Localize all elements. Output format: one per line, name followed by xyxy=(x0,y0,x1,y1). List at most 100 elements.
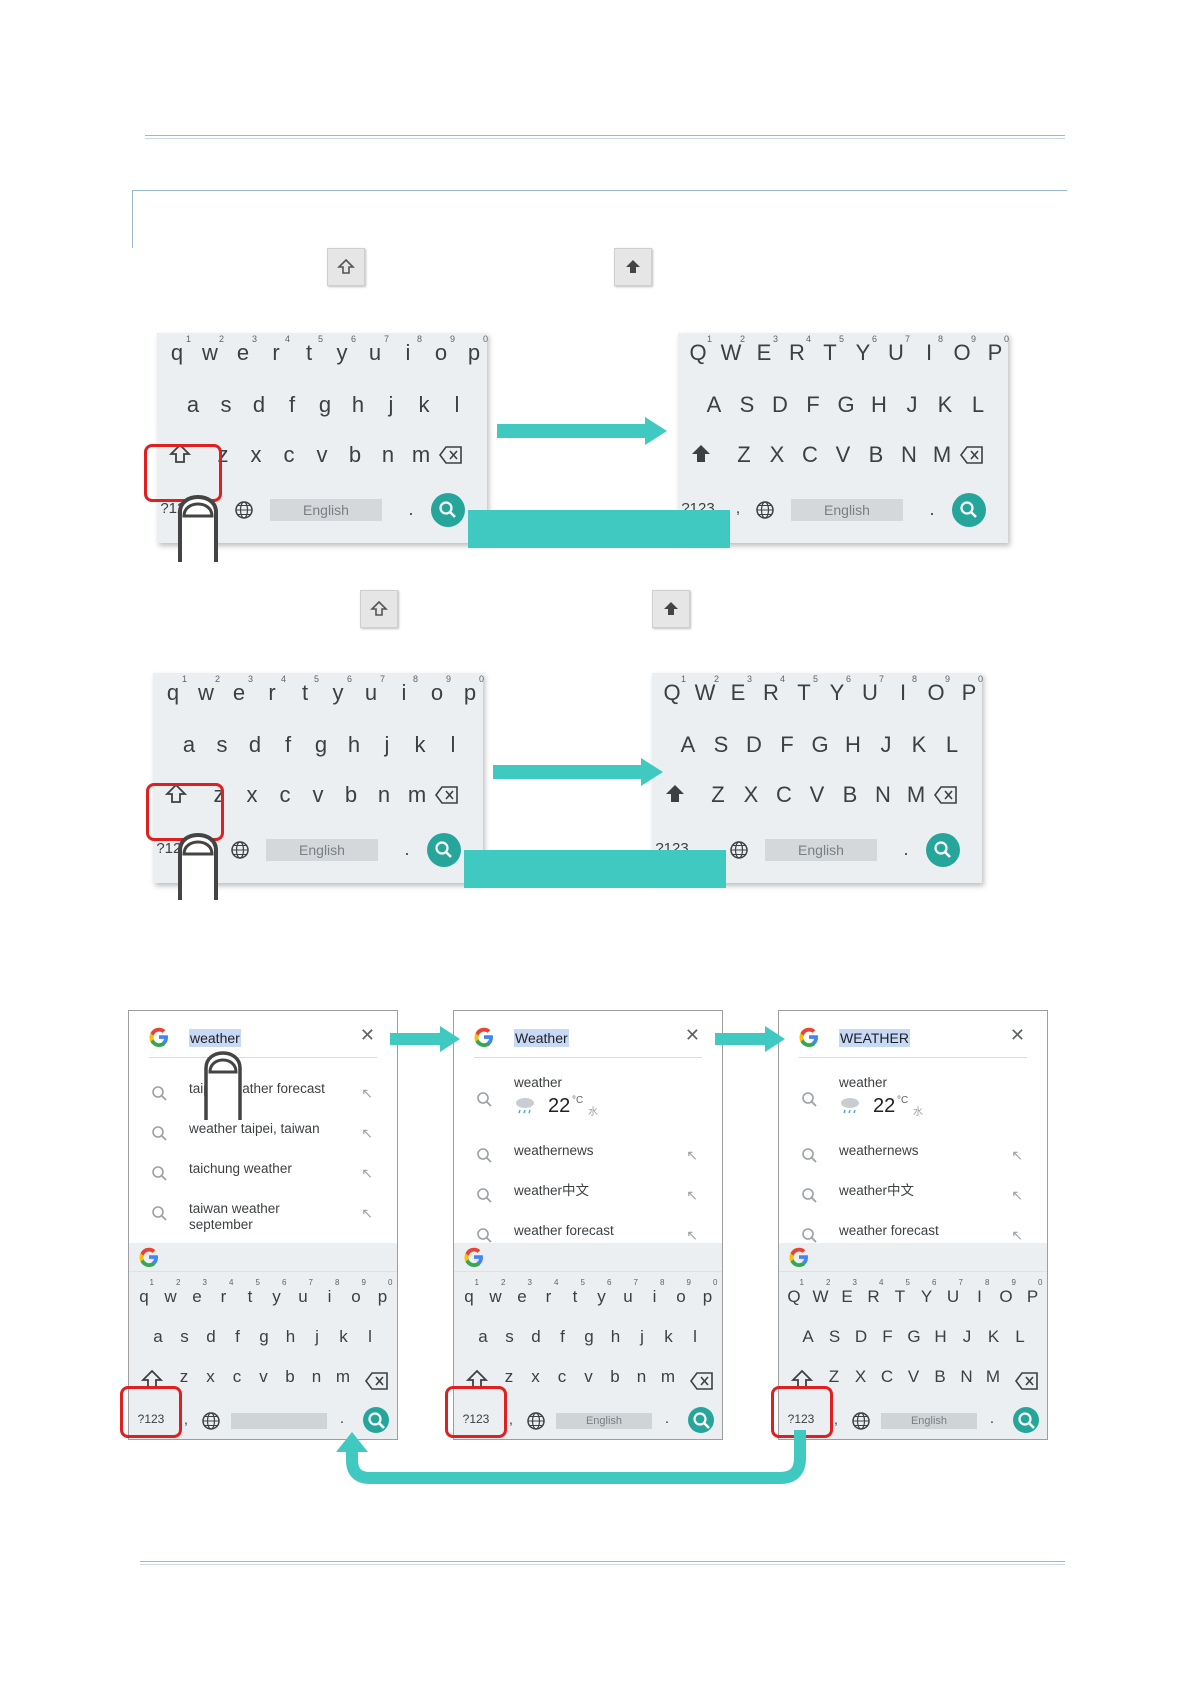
key-m[interactable]: m xyxy=(655,1359,681,1395)
key-M[interactable]: M xyxy=(900,775,932,815)
key-f[interactable]: f xyxy=(225,1319,251,1355)
key-f[interactable]: f xyxy=(272,725,304,765)
key-l[interactable]: l xyxy=(357,1319,383,1355)
suggestion-item[interactable]: taipei weather forecast↖ xyxy=(129,1073,397,1113)
key-L[interactable]: L xyxy=(936,725,968,765)
suggestion-item[interactable]: taichung weather↖ xyxy=(129,1153,397,1193)
key-j[interactable]: j xyxy=(371,725,403,765)
key-H[interactable]: H xyxy=(928,1319,954,1355)
key-A[interactable]: A xyxy=(698,385,730,425)
key-k[interactable]: k xyxy=(408,385,440,425)
suggestion-item[interactable]: weather forecast↖ xyxy=(454,1215,722,1255)
key-B[interactable]: B xyxy=(927,1359,953,1395)
close-icon[interactable]: ✕ xyxy=(1009,1025,1025,1045)
fill-arrow-icon[interactable]: ↖ xyxy=(686,1187,698,1203)
period-key[interactable]: . xyxy=(664,1410,670,1427)
close-icon[interactable]: ✕ xyxy=(684,1025,700,1045)
key-s[interactable]: s xyxy=(497,1319,523,1355)
key-g[interactable]: g xyxy=(576,1319,602,1355)
fill-arrow-icon[interactable]: ↖ xyxy=(361,1165,373,1181)
key-k[interactable]: k xyxy=(656,1319,682,1355)
key-K[interactable]: K xyxy=(981,1319,1007,1355)
key-h[interactable]: h xyxy=(342,385,374,425)
suggestion-item[interactable]: weather中文↖ xyxy=(454,1175,722,1215)
key-k[interactable]: k xyxy=(331,1319,357,1355)
key-A[interactable]: A xyxy=(672,725,704,765)
key-J[interactable]: J xyxy=(896,385,928,425)
fill-arrow-icon[interactable]: ↖ xyxy=(1011,1187,1023,1203)
period-key[interactable]: . xyxy=(404,839,410,859)
key-c[interactable]: c xyxy=(549,1359,575,1395)
search-go-button[interactable] xyxy=(427,833,461,867)
search-go-button[interactable] xyxy=(363,1407,389,1433)
key-c[interactable]: c xyxy=(224,1359,250,1395)
search-go-button[interactable] xyxy=(431,493,465,527)
key-m[interactable]: m xyxy=(401,775,433,815)
key-z[interactable]: z xyxy=(171,1359,197,1395)
key-Z[interactable]: Z xyxy=(821,1359,847,1395)
key-n[interactable]: n xyxy=(372,435,404,475)
comma-key[interactable]: , xyxy=(709,840,715,857)
key-n[interactable]: n xyxy=(368,775,400,815)
key-s[interactable]: s xyxy=(210,385,242,425)
search-go-button[interactable] xyxy=(1013,1407,1039,1433)
key-x[interactable]: x xyxy=(236,775,268,815)
key-Z[interactable]: Z xyxy=(728,435,760,475)
key-m[interactable]: m xyxy=(405,435,437,475)
key-g[interactable]: g xyxy=(309,385,341,425)
close-icon[interactable]: ✕ xyxy=(359,1025,375,1045)
key-B[interactable]: B xyxy=(834,775,866,815)
symbols-key[interactable]: ?123 xyxy=(137,1412,165,1426)
key-B[interactable]: B xyxy=(860,435,892,475)
key-A[interactable]: A xyxy=(795,1319,821,1355)
key-V[interactable]: V xyxy=(801,775,833,815)
key-H[interactable]: H xyxy=(837,725,869,765)
key-d[interactable]: d xyxy=(239,725,271,765)
space-bar[interactable]: English xyxy=(556,1413,652,1429)
key-j[interactable]: j xyxy=(375,385,407,425)
fill-arrow-icon[interactable]: ↖ xyxy=(361,1085,373,1101)
fill-arrow-icon[interactable]: ↖ xyxy=(1011,1147,1023,1163)
key-z[interactable]: z xyxy=(203,775,235,815)
key-v[interactable]: v xyxy=(576,1359,602,1395)
fill-arrow-icon[interactable]: ↖ xyxy=(686,1147,698,1163)
space-bar[interactable]: English xyxy=(881,1413,977,1429)
key-N[interactable]: N xyxy=(867,775,899,815)
fill-arrow-icon[interactable]: ↖ xyxy=(1011,1227,1023,1243)
symbols-key[interactable]: ?123 xyxy=(462,1412,490,1426)
